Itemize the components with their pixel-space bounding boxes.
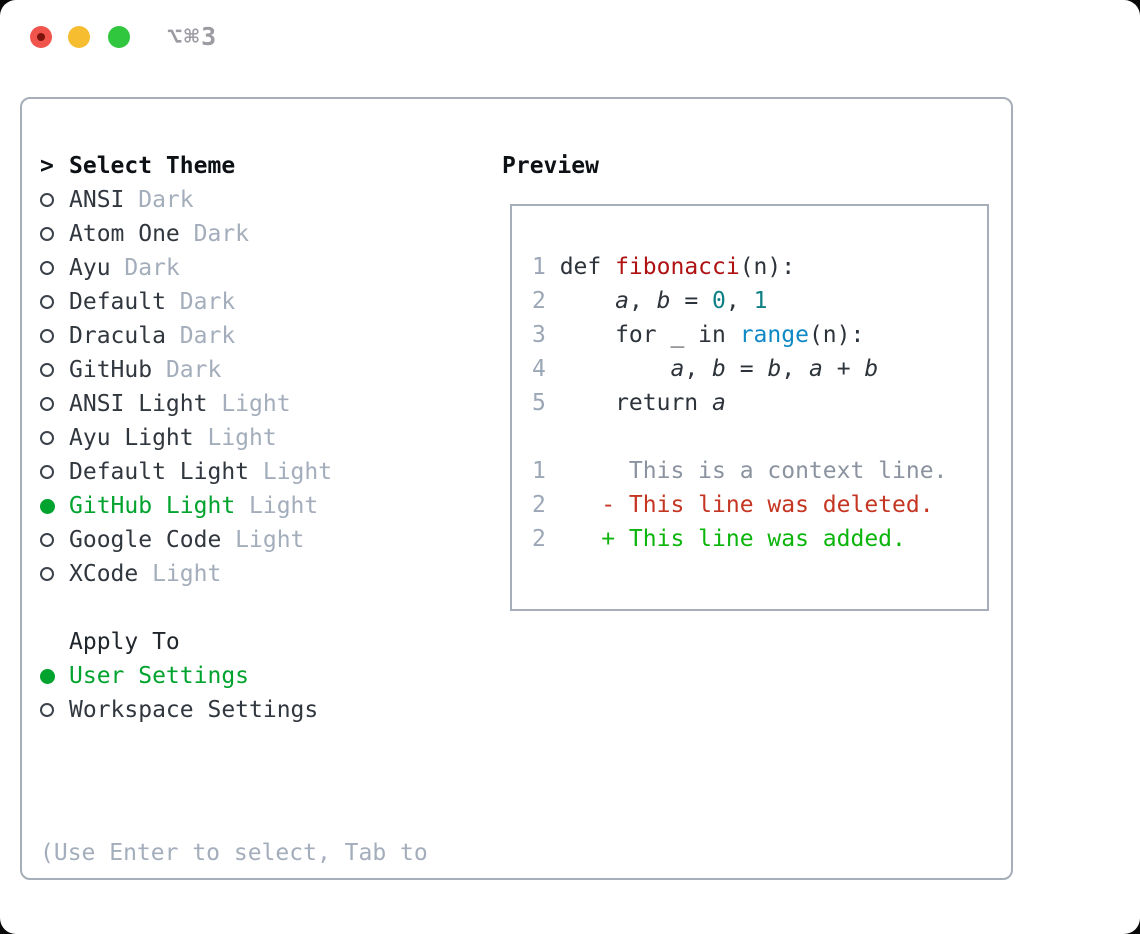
line-number: 1 bbox=[532, 458, 546, 484]
radio-unselected-icon bbox=[40, 465, 54, 479]
option-label: Atom One bbox=[69, 221, 180, 247]
option-label: Default bbox=[69, 289, 166, 315]
theme-variant-label: Dark bbox=[179, 323, 236, 349]
line-number: 4 bbox=[532, 356, 546, 382]
theme-option[interactable]: Ayu Dark bbox=[40, 251, 332, 285]
theme-option[interactable]: Google Code Light bbox=[40, 523, 332, 557]
option-label: User Settings bbox=[69, 663, 250, 689]
radio-unselected-icon bbox=[40, 261, 54, 275]
radio-unselected-icon bbox=[40, 329, 54, 343]
theme-option[interactable]: ANSI Light Light bbox=[40, 387, 332, 421]
radio-unselected-icon bbox=[40, 397, 54, 411]
option-label: GitHub bbox=[69, 357, 153, 383]
theme-option[interactable]: XCode Light bbox=[40, 557, 332, 591]
hint-line: (Use Enter to select, Tab to bbox=[40, 840, 428, 866]
apply-to-title: Apply To bbox=[69, 629, 180, 655]
theme-variant-label: Light bbox=[262, 459, 333, 485]
radio-unselected-icon bbox=[40, 295, 54, 309]
option-label: Workspace Settings bbox=[69, 697, 319, 723]
theme-variant-label: Dark bbox=[179, 289, 236, 315]
theme-option[interactable]: Dracula Dark bbox=[40, 319, 332, 353]
option-label: ANSI bbox=[69, 187, 125, 213]
apply-to-header: Apply To bbox=[40, 625, 318, 659]
radio-unselected-icon bbox=[40, 567, 54, 581]
option-label: Dracula bbox=[69, 323, 166, 349]
caret-icon: > bbox=[40, 153, 54, 179]
apply-to-option[interactable]: User Settings bbox=[40, 659, 318, 693]
code-line: 2 a, b = 0, 1 bbox=[532, 284, 987, 318]
line-number: 2 bbox=[532, 526, 546, 552]
close-button[interactable] bbox=[30, 26, 52, 48]
theme-option[interactable]: Default Light Light bbox=[40, 455, 332, 489]
radio-unselected-icon bbox=[40, 227, 54, 241]
diff-line-context: 1 This is a context line. bbox=[532, 454, 987, 488]
option-label: Ayu bbox=[69, 255, 111, 281]
theme-list-title: Select Theme bbox=[69, 153, 236, 179]
option-label: Ayu Light bbox=[69, 425, 194, 451]
theme-variant-label: Light bbox=[249, 493, 319, 519]
code-line: 3 for _ in range(n): bbox=[532, 318, 987, 352]
theme-option[interactable]: Atom One Dark bbox=[40, 217, 332, 251]
line-number: 3 bbox=[532, 322, 546, 348]
option-label: Google Code bbox=[69, 527, 222, 553]
theme-variant-label: Light bbox=[235, 527, 305, 553]
code-line: 4 a, b = b, a + b bbox=[532, 352, 987, 386]
theme-variant-label: Dark bbox=[138, 187, 194, 213]
theme-variant-label: Dark bbox=[193, 221, 250, 247]
preview-title: Preview bbox=[502, 153, 599, 179]
line-number: 2 bbox=[532, 492, 546, 518]
theme-variant-label: Light bbox=[207, 425, 277, 451]
radio-selected-icon bbox=[40, 498, 55, 514]
keyboard-hint: (Use Enter to select, Tab to change focu… bbox=[40, 768, 428, 934]
theme-option[interactable]: Default Dark bbox=[40, 285, 332, 319]
radio-unselected-icon bbox=[40, 193, 54, 207]
line-number: 5 bbox=[532, 390, 546, 416]
option-label: ANSI Light bbox=[69, 391, 208, 417]
theme-variant-label: Light bbox=[152, 561, 222, 587]
diff-line-added: 2 + This line was added. bbox=[532, 522, 987, 556]
theme-variant-label: Dark bbox=[165, 357, 222, 383]
option-label: GitHub Light bbox=[69, 493, 236, 519]
apply-to-option[interactable]: Workspace Settings bbox=[40, 693, 318, 727]
theme-option[interactable]: GitHub Dark bbox=[40, 353, 332, 387]
theme-option[interactable]: GitHub Light Light bbox=[40, 489, 332, 523]
minimize-button[interactable] bbox=[68, 26, 90, 48]
theme-variant-label: Light bbox=[221, 391, 291, 417]
titlebar: ⌥⌘3 bbox=[0, 0, 1140, 75]
radio-unselected-icon bbox=[40, 431, 54, 445]
diff-line-deleted: 2 - This line was deleted. bbox=[532, 488, 987, 522]
code-line: 5 return a bbox=[532, 386, 987, 420]
theme-list-header: > Select Theme bbox=[40, 149, 332, 183]
radio-unselected-icon bbox=[40, 533, 54, 547]
radio-unselected-icon bbox=[40, 363, 54, 377]
option-label: XCode bbox=[69, 561, 139, 587]
zoom-button[interactable] bbox=[108, 26, 130, 48]
window-title: ⌥⌘3 bbox=[167, 22, 219, 51]
theme-option[interactable]: ANSI Dark bbox=[40, 183, 332, 217]
radio-selected-icon bbox=[40, 668, 55, 684]
line-number: 2 bbox=[532, 288, 546, 314]
option-label: Default Light bbox=[69, 459, 250, 485]
radio-unselected-icon bbox=[40, 703, 54, 717]
theme-option[interactable]: Ayu Light Light bbox=[40, 421, 332, 455]
theme-variant-label: Dark bbox=[124, 255, 180, 281]
line-number: 1 bbox=[532, 254, 546, 280]
